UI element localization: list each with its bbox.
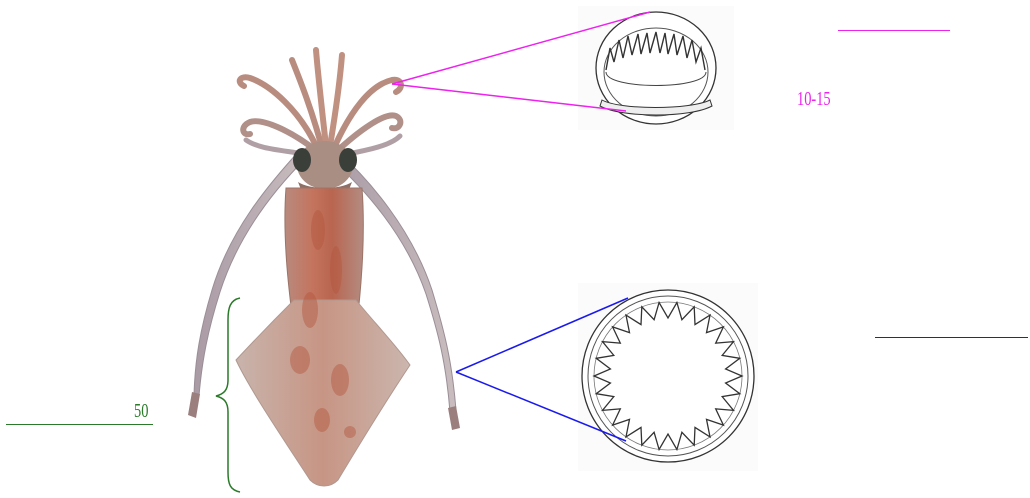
small-sucker-ring <box>578 6 734 130</box>
large-sucker-ring <box>578 283 758 471</box>
left-eye <box>293 148 311 172</box>
squid-illustration <box>188 50 460 486</box>
fin-length-label: 50 <box>134 400 148 423</box>
sucker-ring-count-label: 10-15 <box>797 88 831 111</box>
answer-line-bottom-right <box>875 337 1028 338</box>
arms <box>240 50 401 156</box>
fin <box>236 300 410 486</box>
answer-line-left <box>6 424 153 425</box>
left-tentacle-club <box>188 392 200 418</box>
answer-line-top-right <box>838 30 950 31</box>
fin-length-brace <box>216 298 240 492</box>
right-tentacle-club <box>448 406 460 430</box>
right-eye <box>339 148 357 172</box>
